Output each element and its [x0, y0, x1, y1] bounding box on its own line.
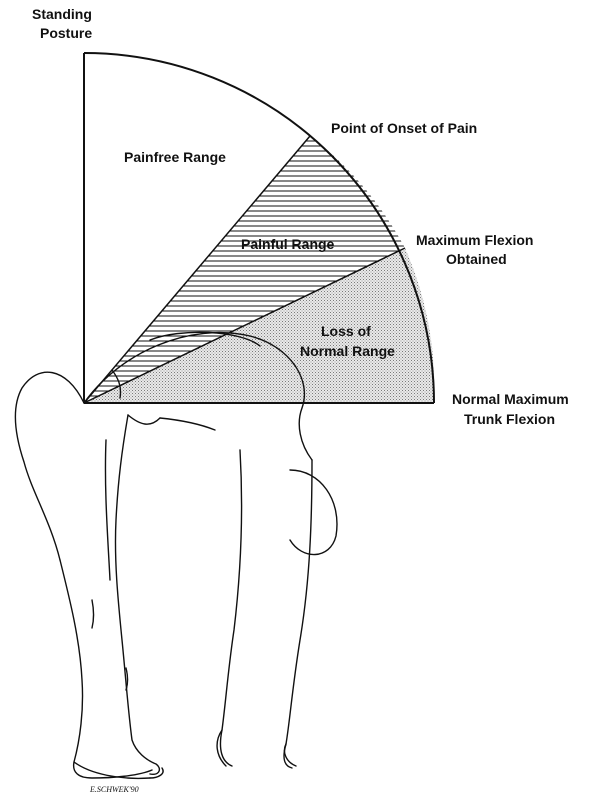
- normal-max-line2: Trunk Flexion: [464, 411, 555, 427]
- painful-range-label: Painful Range: [241, 236, 335, 252]
- loss-of-normal-line2: Normal Range: [300, 343, 395, 359]
- normal-max-line1: Normal Maximum: [452, 391, 569, 407]
- artist-signature: E.SCHWEK'90: [89, 785, 139, 794]
- max-flexion-line2: Obtained: [446, 251, 507, 267]
- standing-posture-line1: Standing: [32, 6, 92, 22]
- painfree-range-label: Painfree Range: [124, 149, 226, 165]
- loss-of-normal-line1: Loss of: [321, 323, 371, 339]
- normal-maximum-label: Normal Maximum Trunk Flexion: [452, 391, 569, 427]
- max-flexion-line1: Maximum Flexion: [416, 232, 533, 248]
- maximum-flexion-label: Maximum Flexion Obtained: [416, 232, 533, 267]
- standing-posture-line2: Posture: [40, 25, 92, 41]
- standing-posture-label: Standing Posture: [32, 6, 92, 41]
- onset-of-pain-label: Point of Onset of Pain: [331, 120, 477, 136]
